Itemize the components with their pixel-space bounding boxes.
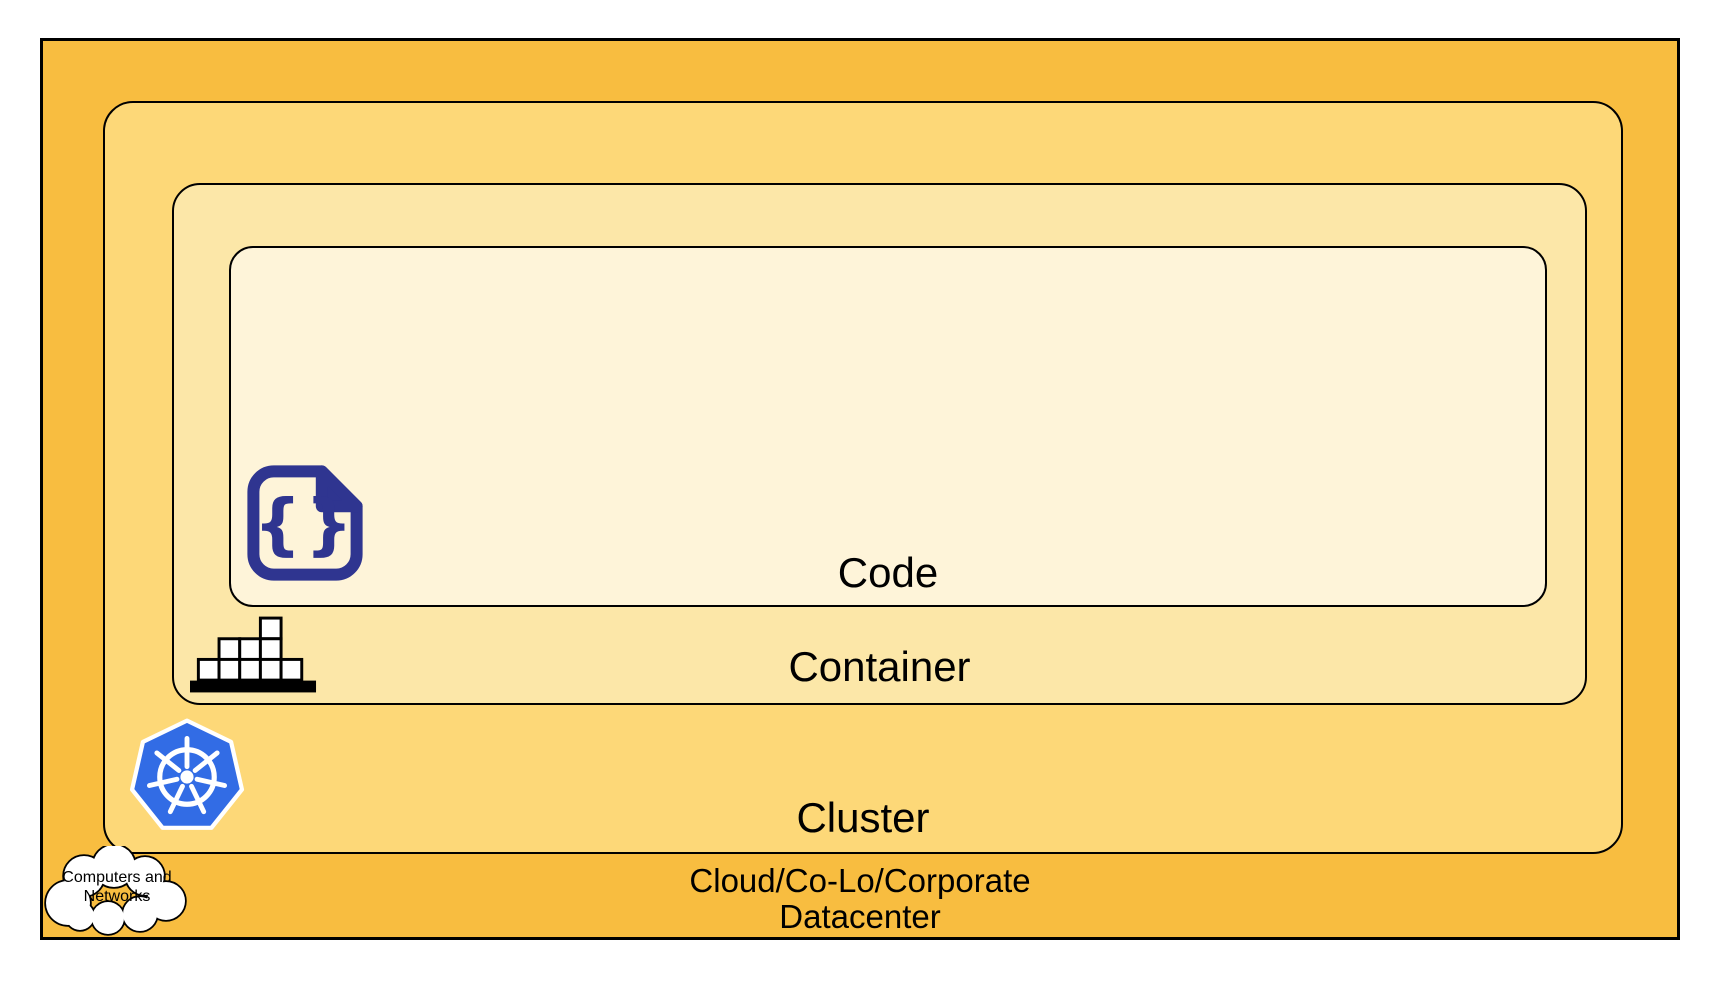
kubernetes-hub — [180, 770, 194, 784]
code-file-icon: {} — [247, 465, 363, 581]
datacenter-label-line2: Datacenter — [779, 898, 941, 935]
cluster-box: {} Code — [103, 101, 1623, 854]
datacenter-box: {} Code — [40, 38, 1680, 940]
container-box: {} Code — [172, 183, 1587, 705]
cloud-body — [46, 846, 185, 934]
cloud-label-line1: Computers and — [62, 869, 172, 886]
cloud-icon: Computers and Networks — [42, 846, 192, 941]
kubernetes-helm-wheel — [146, 736, 228, 815]
code-box: {} Code — [229, 246, 1547, 607]
cloud-label: Computers and Networks — [42, 868, 192, 906]
cloud-shape — [44, 846, 187, 936]
code-file-fold — [315, 465, 363, 513]
code-label: Code — [837, 549, 939, 596]
datacenter-label-line1: Cloud/Co-Lo/Corporate — [689, 862, 1031, 899]
code-file-outline — [247, 465, 363, 581]
kubernetes-icon — [129, 718, 245, 830]
cluster-label: Cluster — [796, 794, 930, 841]
container-label: Container — [788, 643, 971, 690]
container-deck-bar — [190, 680, 317, 693]
code-braces-glyph: {} — [254, 485, 357, 563]
cloud-label-line2: Networks — [83, 888, 151, 905]
datacenter-label: Cloud/Co-Lo/Corporate Datacenter — [43, 863, 1677, 935]
container-boxes — [196, 616, 304, 682]
container-stack-icon — [190, 616, 317, 693]
